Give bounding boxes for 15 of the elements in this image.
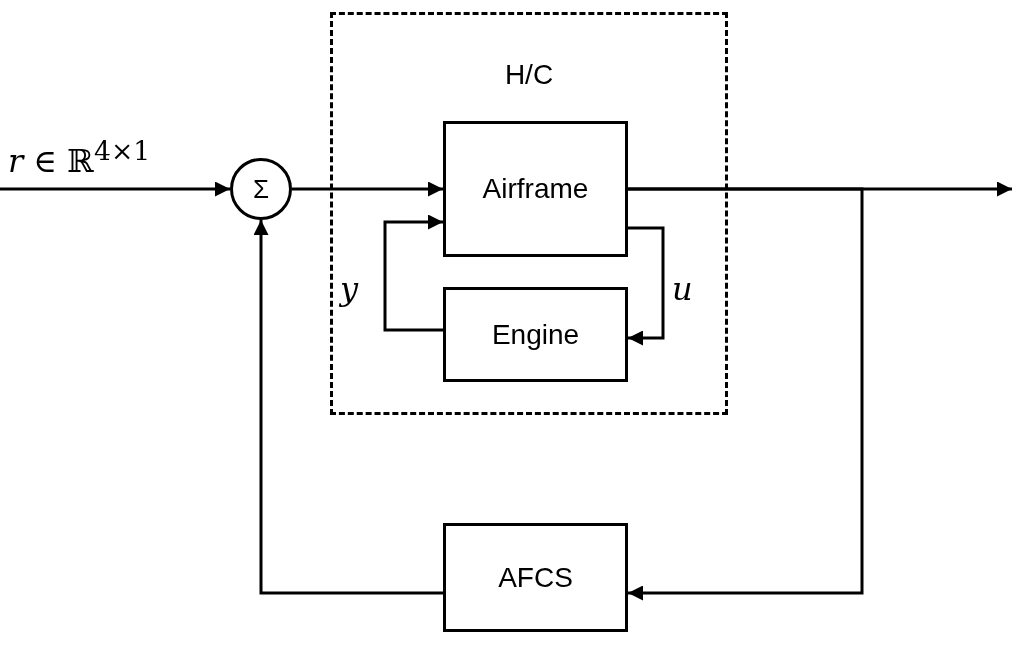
arrow bbox=[383, 214, 443, 332]
arrow bbox=[253, 220, 443, 595]
arrow bbox=[292, 181, 443, 197]
sigma-symbol: Σ bbox=[252, 173, 270, 205]
block-label: AFCS bbox=[498, 561, 573, 594]
arrow bbox=[0, 181, 230, 197]
block-box bbox=[443, 523, 628, 632]
arrow bbox=[628, 187, 864, 601]
block-box bbox=[443, 121, 628, 257]
block-label: Airframe bbox=[482, 173, 589, 205]
block-label: Engine bbox=[491, 318, 580, 351]
arrow bbox=[628, 226, 665, 346]
dashed-group-box bbox=[330, 12, 728, 415]
group-title: H/C bbox=[504, 59, 554, 91]
block-box bbox=[443, 287, 628, 382]
